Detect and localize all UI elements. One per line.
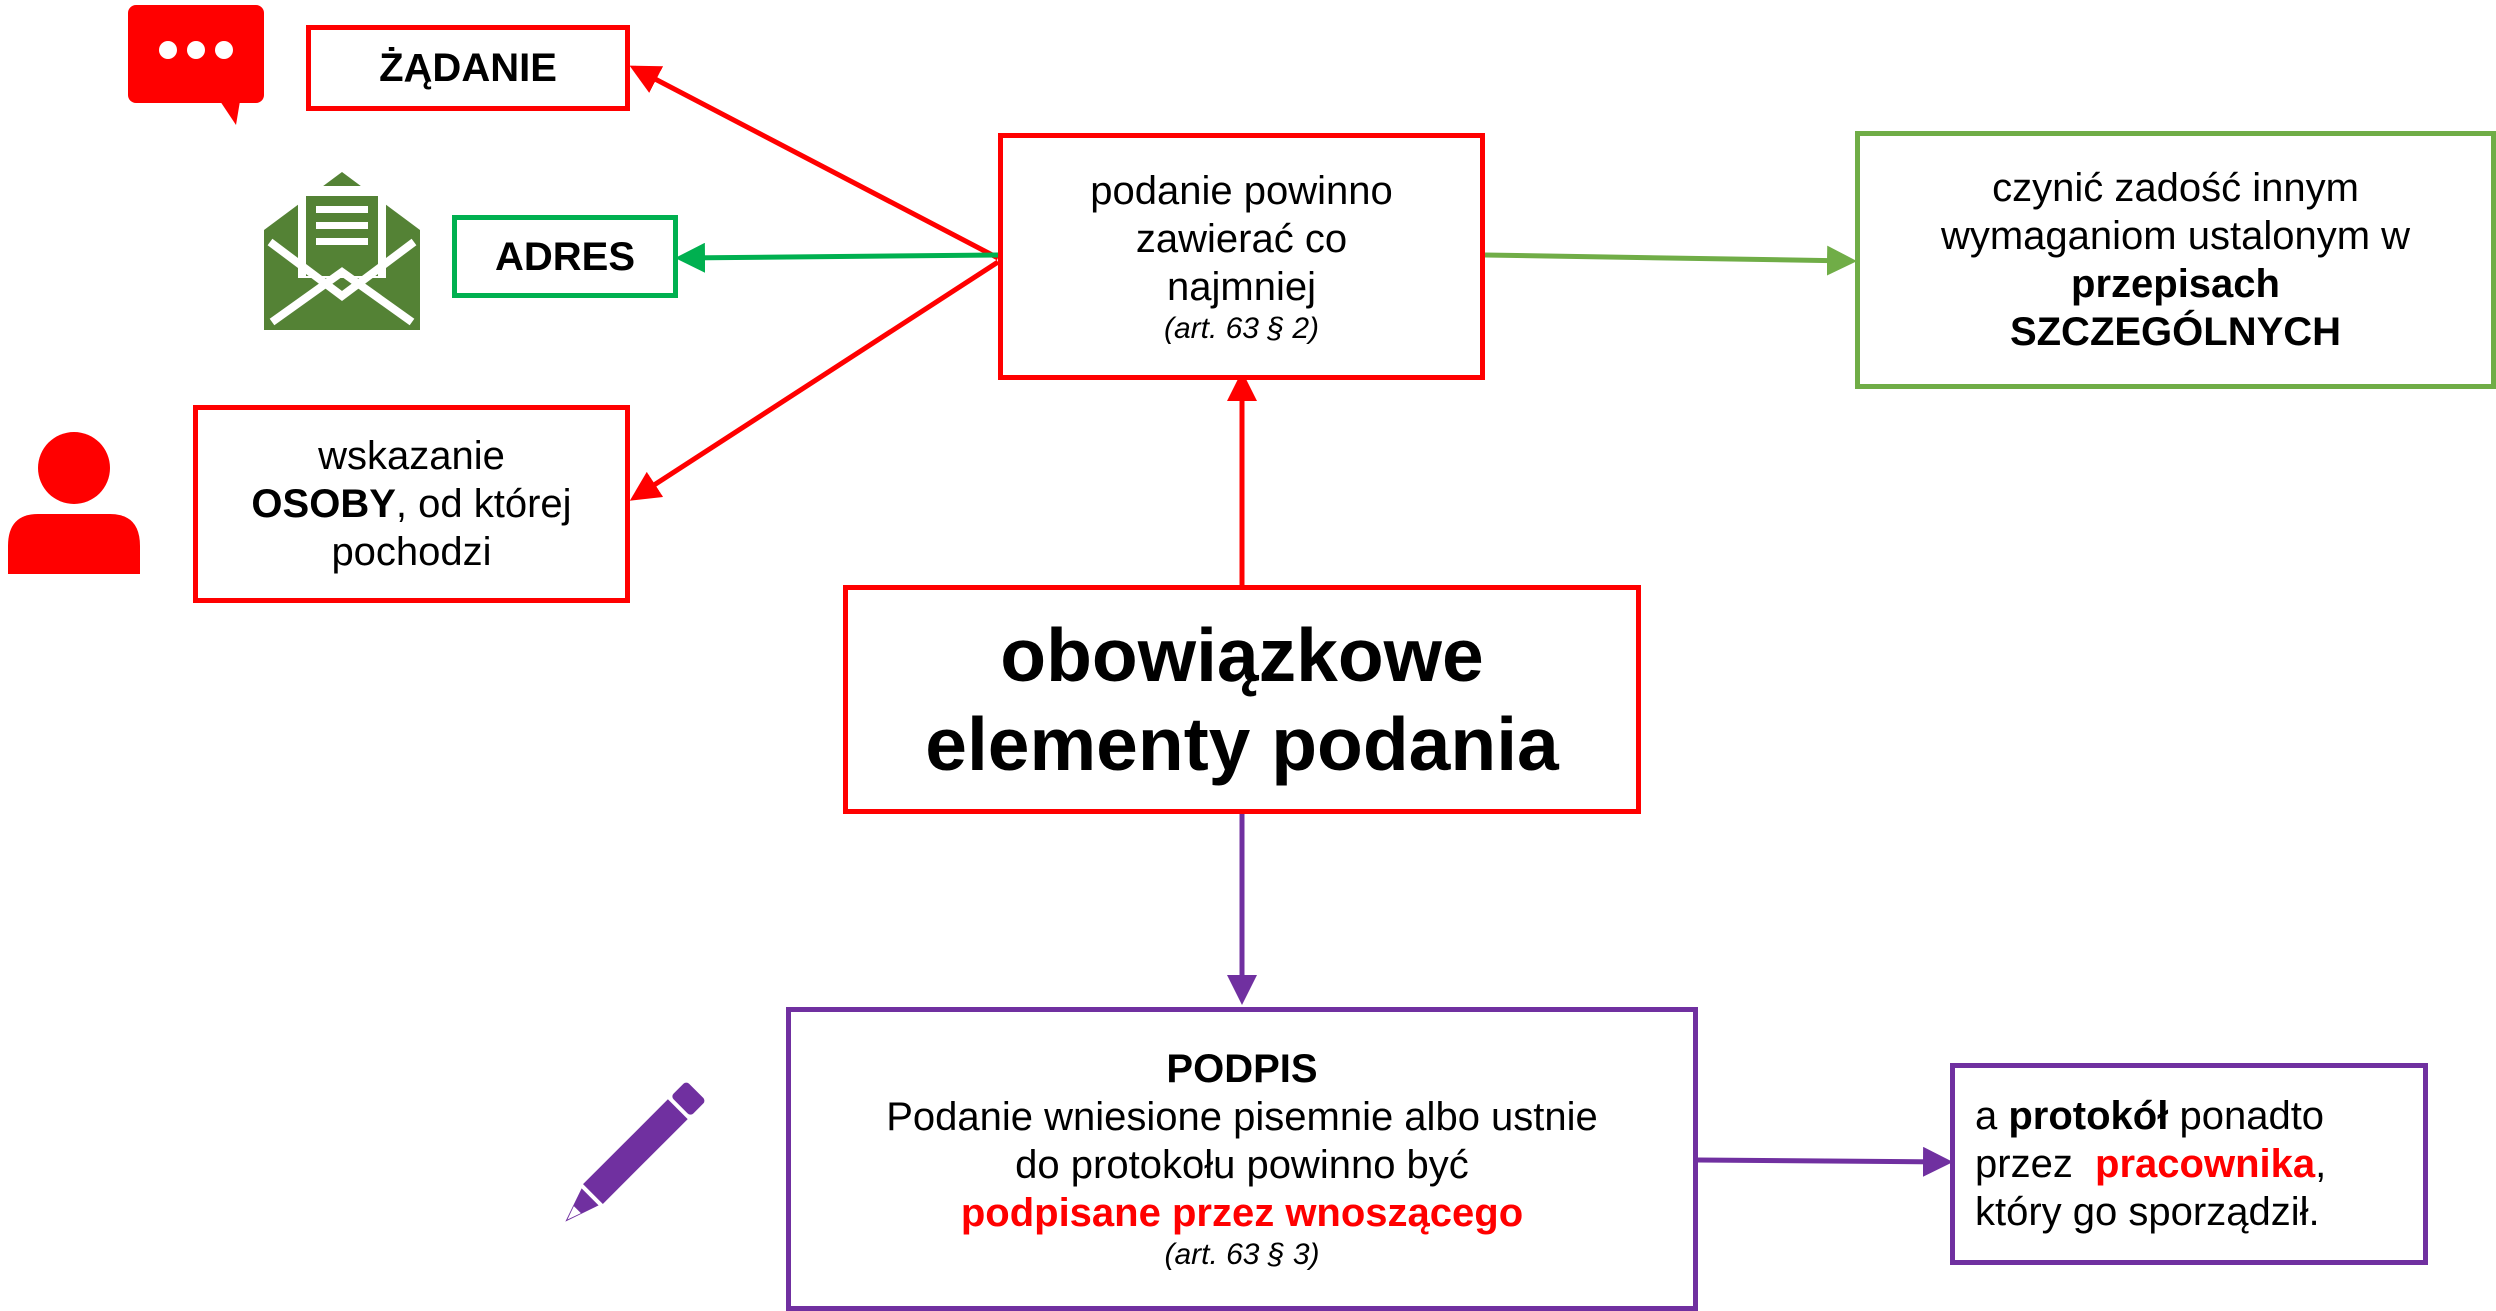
osoba-line1: wskazanie — [318, 434, 505, 478]
podanie-box: podanie powinno zawierać co najmniej (ar… — [998, 133, 1485, 380]
center-box: obowiązkowe elementy podania — [843, 585, 1641, 814]
przepisy-line4: SZCZEGÓLNYCH — [2009, 310, 2342, 354]
adres-box: ADRES — [452, 215, 678, 298]
adres-label: ADRES — [494, 234, 636, 279]
arrow-podanie-to-zadanie — [629, 65, 1000, 261]
podpis-line2: do protokołu powinno być — [1015, 1143, 1469, 1187]
podpis-line1: Podanie wniesione pisemnie albo ustnie — [886, 1095, 1598, 1139]
arrow-podanie-to-przepisy — [1484, 245, 1857, 276]
center-line2: elementy podania — [925, 701, 1559, 786]
envelope-letter-icon — [264, 172, 420, 335]
osoba-line2: OSOBY, od której — [251, 480, 571, 528]
podpis-ref: (art. 63 § 3) — [1164, 1238, 1320, 1271]
protokol-comma: , — [2315, 1142, 2327, 1186]
osoba-rest: , od której — [395, 482, 572, 526]
podanie-line3: najmniej — [1167, 264, 1316, 309]
protokol-post: ponadto — [2168, 1094, 2325, 1138]
osoba-box: wskazanie OSOBY, od której pochodzi — [193, 405, 630, 603]
osoba-line3: pochodzi — [331, 530, 492, 574]
protokol-line2: przez pracownika, — [1975, 1140, 2326, 1188]
user-icon — [8, 432, 140, 579]
center-line1: obowiązkowe — [1000, 613, 1484, 697]
protokol-box: a protokół ponadto przez pracownika, któ… — [1950, 1063, 2428, 1265]
podanie-ref: (art. 63 § 2) — [1163, 311, 1320, 345]
przepisy-line2: wymaganiom ustalonym w — [1940, 214, 2411, 258]
arrow-podanie-to-adres — [675, 242, 999, 273]
protokol-line1: a protokół ponadto — [1975, 1092, 2324, 1140]
przepisy-line3: przepisach — [2071, 262, 2280, 306]
podanie-line2: zawierać co — [1135, 216, 1348, 261]
osoba-bold: OSOBY — [251, 482, 396, 526]
protokol-bold: protokół — [2008, 1094, 2169, 1138]
podpis-title: PODPIS — [1166, 1047, 1318, 1091]
protokol-przez: przez — [1975, 1142, 2096, 1186]
chat-bubble-icon — [128, 5, 264, 130]
podanie-line1: podanie powinno — [1090, 168, 1393, 213]
protokol-line3: który go sporządził. — [1975, 1190, 2320, 1234]
arrow-podanie-to-osoba — [629, 259, 1000, 501]
pencil-icon — [544, 1076, 714, 1245]
zadanie-label: ŻĄDANIE — [379, 46, 557, 90]
protokol-pre: a — [1975, 1094, 2009, 1138]
podpis-box: PODPIS Podanie wniesione pisemnie albo u… — [786, 1007, 1698, 1311]
protokol-red: pracownika — [2095, 1142, 2316, 1186]
podpis-line3: podpisane przez wnoszącego — [960, 1191, 1524, 1235]
zadanie-box: ŻĄDANIE — [306, 25, 630, 111]
przepisy-line1: czynić zadość innym — [1992, 166, 2359, 210]
przepisy-box: czynić zadość innym wymaganiom ustalonym… — [1855, 131, 2496, 389]
arrow-podpis-to-protokol — [1697, 1146, 1953, 1177]
